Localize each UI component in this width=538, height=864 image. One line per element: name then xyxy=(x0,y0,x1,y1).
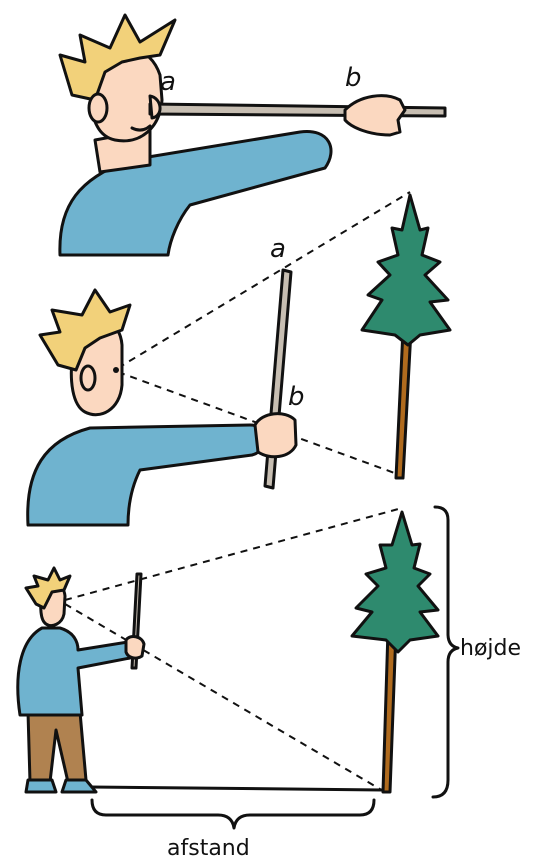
person-2-hand xyxy=(255,414,296,457)
scene-3-measurement: højde afstand xyxy=(18,507,521,861)
person-2-ear xyxy=(81,366,95,390)
person-3-shoe-right xyxy=(62,780,96,792)
person-3-hand xyxy=(126,637,144,659)
person-3-legs xyxy=(28,712,86,782)
person-2-eye xyxy=(113,367,119,373)
tree-2-crown xyxy=(362,195,450,345)
person-2-shirt xyxy=(28,425,266,525)
height-brace xyxy=(433,507,458,797)
distance-label: afstand xyxy=(167,836,250,861)
tree-3-trunk xyxy=(383,630,396,792)
tree-3 xyxy=(352,512,438,792)
height-label: højde xyxy=(460,636,521,661)
person-3-shirt xyxy=(18,628,130,715)
person-1-ear xyxy=(89,94,107,122)
sight-line-3-bottom xyxy=(65,604,385,792)
label-a-top: a xyxy=(160,67,176,97)
person-1-hand xyxy=(345,96,405,135)
tree-3-crown xyxy=(352,512,438,652)
distance-brace xyxy=(92,800,374,828)
label-a-mid: a xyxy=(270,234,286,264)
label-b-mid: b xyxy=(288,382,305,412)
person-3-shoe-left xyxy=(26,780,56,792)
ground-line xyxy=(90,787,385,790)
label-b-top: b xyxy=(345,63,362,93)
scene-1-stick-to-nose: a b xyxy=(60,15,445,255)
tree-2 xyxy=(362,195,450,478)
tree-2-trunk xyxy=(396,330,411,478)
